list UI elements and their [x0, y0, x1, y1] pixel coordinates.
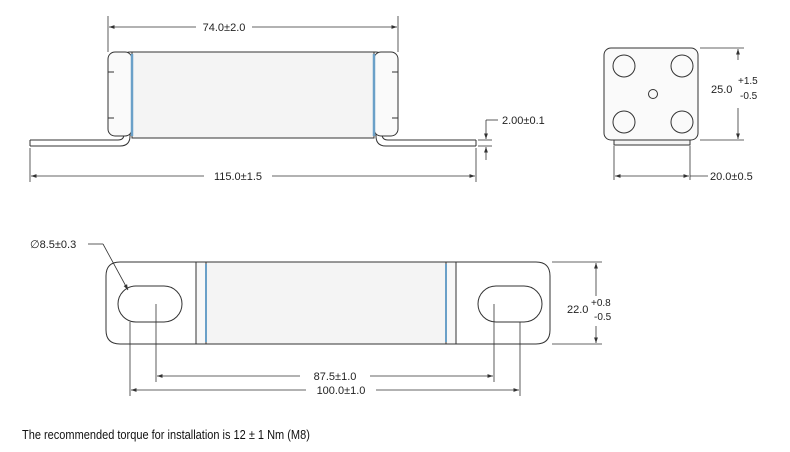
dim-width — [552, 261, 602, 345]
dim-thickness-label: 2.00±0.1 — [502, 115, 545, 127]
left-terminal-plate — [105, 261, 200, 345]
right-slot — [477, 285, 543, 323]
left-end-cap — [107, 51, 133, 137]
installation-torque-note: The recommended torque for installation … — [22, 428, 310, 442]
left-body-band — [195, 261, 207, 345]
fuse-body-side — [131, 51, 375, 139]
dim-overall-length-label: 115.0±1.5 — [214, 171, 262, 183]
right-terminal-plate — [452, 261, 551, 345]
end-view — [603, 47, 699, 146]
dim-hole-diameter — [88, 243, 129, 291]
dim-hole-spacing-outer-label: 100.0±1.0 — [317, 385, 366, 397]
dim-hole-spacing — [129, 304, 521, 396]
dim-depth — [613, 146, 708, 180]
dim-thickness — [478, 119, 498, 160]
fuse-body-top — [195, 261, 457, 345]
dim-length-top-label: 74.0±2.0 — [203, 22, 246, 34]
corner-hole-tl — [612, 54, 636, 78]
dim-depth-label: 20.0±0.5 — [710, 171, 753, 183]
left-slot — [117, 285, 183, 323]
dim-width-label: 22.0 — [567, 304, 588, 316]
right-end-cap — [373, 51, 399, 137]
dim-height-minus: -0.5 — [740, 91, 758, 102]
dim-width-plus: +0.8 — [591, 298, 611, 309]
dim-hole-diameter-label: ∅8.5±0.3 — [30, 239, 76, 251]
center-hole — [648, 89, 658, 99]
corner-hole-bl — [612, 110, 636, 134]
dim-width-minus: -0.5 — [594, 312, 612, 323]
dim-height-plus: +1.5 — [738, 76, 758, 87]
dim-overall-length — [29, 148, 477, 182]
dim-height — [700, 47, 744, 141]
end-face — [603, 47, 699, 141]
dim-hole-spacing-inner-label: 87.5±1.0 — [314, 371, 357, 383]
side-view — [29, 51, 477, 147]
corner-hole-tr — [670, 54, 694, 78]
right-body-band — [445, 261, 457, 345]
dim-length-top — [107, 16, 399, 52]
dim-height-label: 25.0 — [711, 84, 732, 96]
top-view — [105, 261, 551, 345]
corner-hole-br — [670, 110, 694, 134]
